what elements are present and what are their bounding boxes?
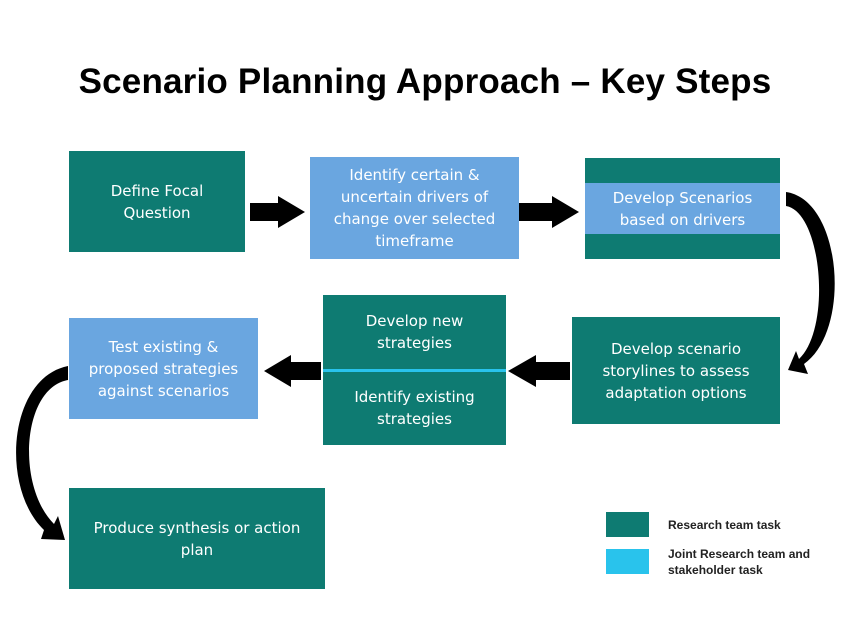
divider — [323, 368, 506, 372]
step-label: Develop Scenarios based on drivers — [612, 188, 753, 229]
arrow-step1-to-step2 — [250, 196, 305, 228]
step-label: Identify existing strategies — [354, 388, 475, 429]
step-label: Develop scenario storylines to assess ad… — [602, 339, 750, 402]
step-identify-existing-strategies: Identify existing strategies — [323, 372, 506, 446]
step-label: Develop new strategies — [365, 311, 464, 352]
legend-label-joint: Joint Research team and stakeholder task — [668, 547, 811, 577]
step-develop-storylines: Develop scenario storylines to assess ad… — [572, 317, 780, 424]
step-produce-synthesis: Produce synthesis or action plan — [69, 488, 325, 589]
step-label: Produce synthesis or action plan — [93, 518, 301, 559]
step-develop-scenarios: Develop Scenarios based on drivers — [585, 158, 780, 259]
legend-label-research: Research team task — [668, 518, 781, 532]
diagram-title: Scenario Planning Approach – Key Steps — [78, 62, 772, 101]
step-label: Identify certain & uncertain drivers of … — [333, 166, 496, 250]
step-label: Test existing & proposed strategies agai… — [88, 337, 239, 400]
arrow-step6-to-step7 — [16, 366, 68, 540]
arrow-step5-to-step6 — [264, 355, 321, 387]
step-strategies-group: Develop new strategies Identify existing… — [323, 295, 506, 445]
arrow-step4-to-step5 — [508, 355, 570, 387]
arrow-step3-to-step4 — [786, 192, 835, 374]
step-label: Define Focal Question — [110, 181, 204, 222]
step-develop-new-strategies: Develop new strategies — [323, 295, 506, 369]
step-define-focal-question: Define Focal Question — [69, 151, 245, 252]
step-test-strategies: Test existing & proposed strategies agai… — [69, 318, 258, 419]
legend-swatch-joint — [606, 549, 649, 574]
step-identify-drivers: Identify certain & uncertain drivers of … — [310, 157, 519, 259]
legend-swatch-research — [606, 512, 649, 537]
